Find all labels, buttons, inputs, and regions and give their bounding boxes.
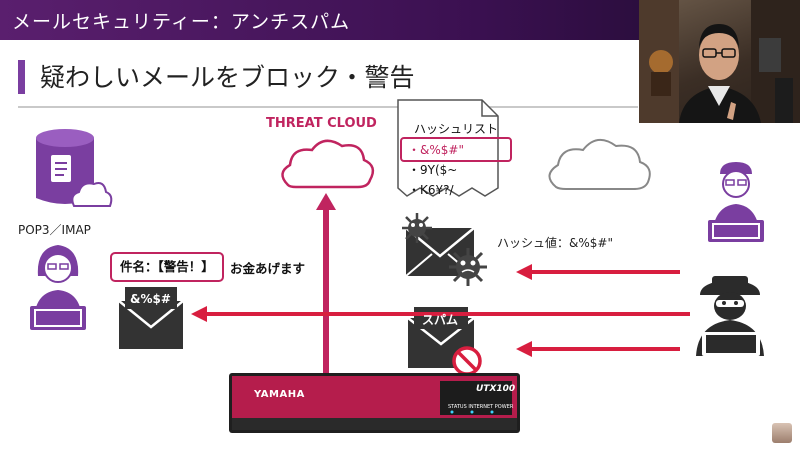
threat-cloud-icon xyxy=(281,139,375,189)
utx100-device-icon xyxy=(229,373,520,433)
hash-list-document-icon xyxy=(397,99,499,197)
video-title: メールセキュリティー：アンチスパム xyxy=(12,11,351,33)
user-icon xyxy=(30,245,86,330)
upload-arrow-icon xyxy=(316,193,336,378)
hacker-icon xyxy=(696,276,764,356)
subject-warning-tag: 件名：【警告！】 xyxy=(110,252,224,282)
slide-heading: 疑わしいメールをブロック・警告 xyxy=(40,63,415,92)
hash-value-label: ハッシュ値：&%$#" xyxy=(497,236,613,250)
virus-icon xyxy=(402,213,432,243)
cloud-icon xyxy=(548,139,651,190)
subject-text: お金あげます xyxy=(230,261,306,276)
heading-divider xyxy=(18,106,638,108)
arrow-icon xyxy=(516,264,680,280)
presenter-image xyxy=(639,0,800,123)
arrow-icon xyxy=(516,341,680,357)
pop3-server-icon xyxy=(36,129,113,207)
hash-list-item: ・9Y($~ xyxy=(408,163,458,177)
heading-accent-bar xyxy=(18,60,25,94)
threat-cloud-label: THREAT CLOUD xyxy=(266,116,377,131)
spam-mail-label: スパム xyxy=(422,313,459,327)
hash-list-item: ・&%$#" xyxy=(408,143,464,157)
user-icon xyxy=(708,162,764,242)
hash-highlight-box xyxy=(400,137,512,162)
envelope-icon xyxy=(118,287,184,349)
prohibited-icon xyxy=(452,346,482,376)
blocked-mail-label: &%$# xyxy=(130,292,171,306)
device-status-labels: STATUS INTERNET POWER xyxy=(448,404,514,410)
hash-list-item: ・K6¥?/ xyxy=(408,183,454,197)
arrow-icon xyxy=(191,306,690,322)
device-model: UTX100 xyxy=(476,384,516,394)
virus-icon xyxy=(449,248,487,286)
device-brand: YAMAHA xyxy=(254,389,305,400)
pop3-imap-label: POP3／IMAP xyxy=(18,223,91,237)
presenter-webcam xyxy=(639,0,800,123)
presenter-thumbnail xyxy=(772,423,792,443)
hash-list-title: ハッシュリスト xyxy=(414,122,499,136)
